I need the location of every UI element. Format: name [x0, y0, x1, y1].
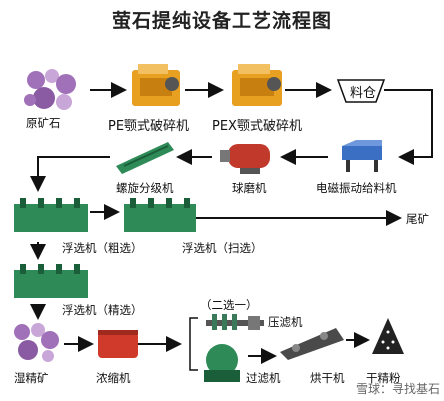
flotation-sweep-icon: [124, 198, 196, 232]
flotation-fine-label: 浮选机（精选）: [62, 303, 143, 317]
page-title: 萤石提纯设备工艺流程图: [111, 10, 332, 32]
arrow-classifier-to-rough: [30, 156, 110, 192]
choose-one-label: （二选一）: [200, 298, 258, 312]
filter-label: 过滤机: [246, 371, 281, 385]
flotation-fine-icon: [14, 264, 88, 298]
flotation-sweep-label: 浮选机（扫选）: [182, 241, 263, 255]
raw-ore-icon: [24, 69, 76, 110]
spiral-classifier-icon: [116, 142, 174, 174]
vibrating-feeder-icon: [342, 140, 382, 172]
wet-concentrate-icon: [14, 323, 59, 362]
choose-one-bracket: [189, 317, 198, 371]
dry-powder-label: 干精粉: [366, 371, 401, 385]
bin-label: 料仓: [350, 86, 377, 101]
ball-mill-icon: [220, 144, 270, 174]
spiral-classifier-label: 螺旋分级机: [116, 181, 174, 195]
filter-icon: [204, 344, 240, 382]
wet-concentrate-label: 湿精矿: [14, 371, 49, 385]
pe-jaw-crusher-icon: [132, 64, 180, 106]
ball-mill-label: 球磨机: [232, 181, 267, 195]
pex-jaw-crusher-icon: [232, 64, 282, 106]
watermark: 雪球：寻找基石: [355, 382, 440, 396]
dryer-label: 烘干机: [310, 371, 345, 385]
bin-box: [336, 79, 386, 103]
thickener-label: 浓缩机: [96, 371, 131, 385]
filter-press-label: 压滤机: [268, 315, 303, 329]
flotation-rough-icon: [14, 198, 88, 232]
dry-powder-icon: [372, 318, 404, 354]
filter-press-icon: [206, 314, 264, 330]
vibrating-feeder-label: 电磁振动给料机: [316, 181, 397, 195]
pe-jaw-crusher-label: PE颚式破碎机: [108, 119, 190, 134]
dryer-icon: [280, 328, 344, 360]
tailings-label: 尾矿: [406, 212, 429, 226]
arrow-bin-to-feeder: [384, 89, 433, 165]
pex-jaw-crusher-label: PEX颚式破碎机: [212, 119, 302, 134]
raw-ore-label: 原矿石: [26, 116, 61, 130]
thickener-icon: [98, 330, 138, 358]
flotation-rough-label: 浮选机（粗选）: [62, 241, 143, 255]
